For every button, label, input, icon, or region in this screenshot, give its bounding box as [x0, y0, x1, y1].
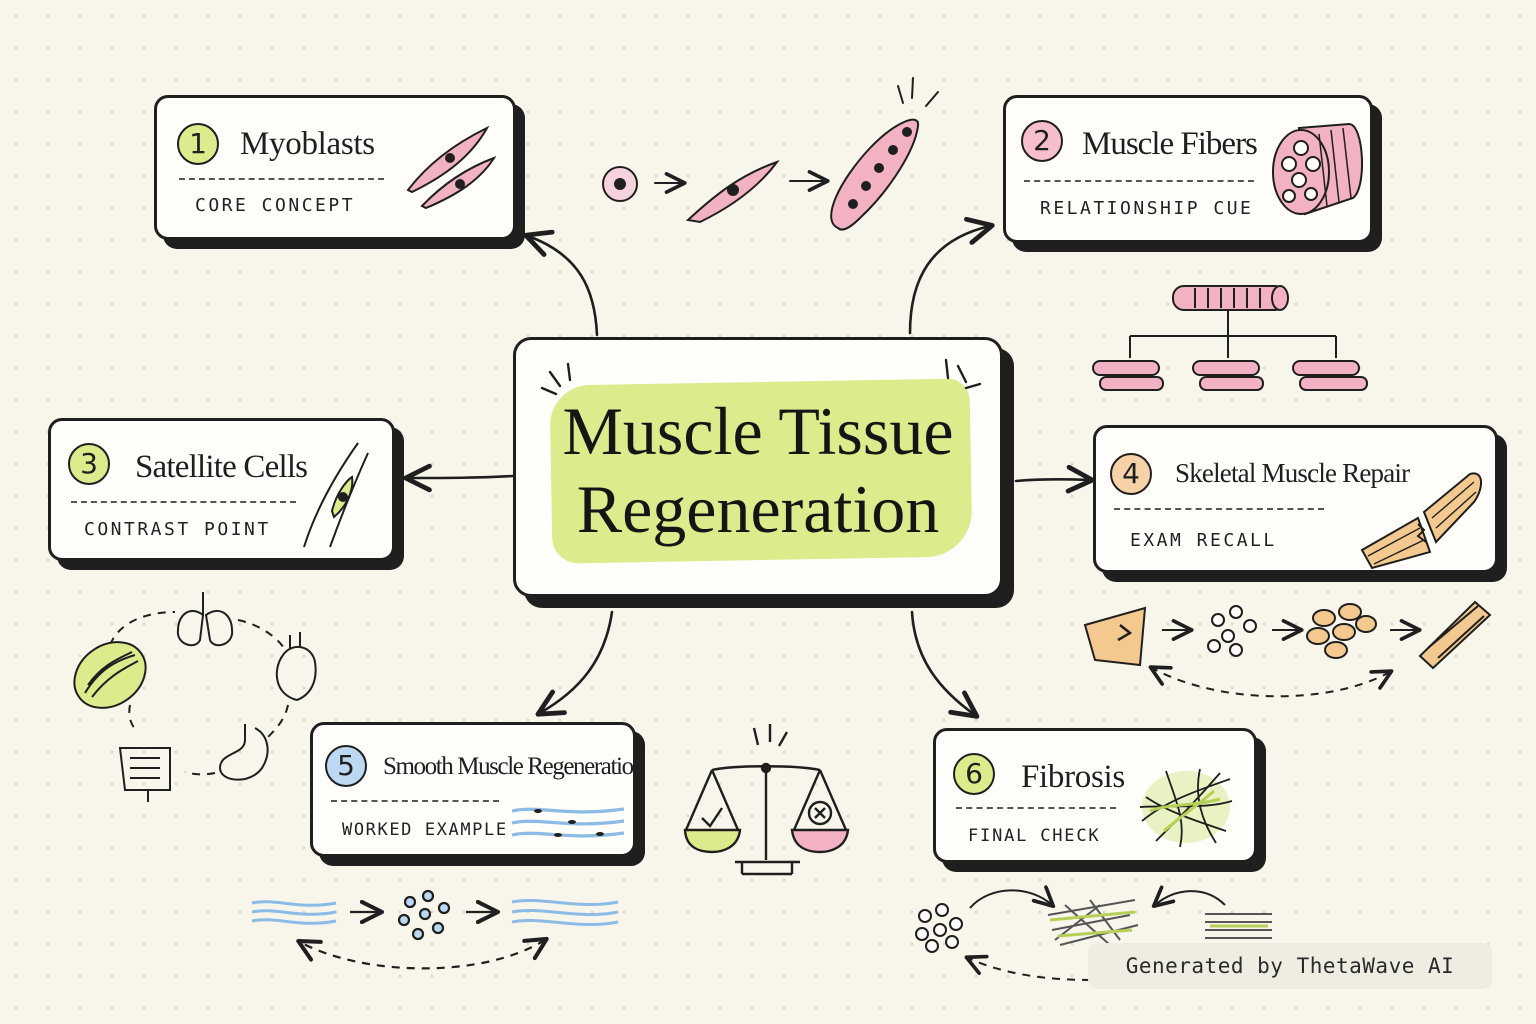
generated-by-watermark: Generated by ThetaWave AI	[1088, 943, 1492, 989]
dashed-divider	[956, 807, 1116, 809]
dashed-divider	[331, 800, 499, 802]
central-title-line-1: Muscle Tissue	[562, 393, 954, 469]
muscle-organ-icon	[73, 641, 147, 709]
central-topic-card: Muscle Tissue Regeneration	[513, 337, 1003, 597]
fibrosis-mesh-icon	[1139, 768, 1233, 848]
satellite-cell-icon	[303, 442, 369, 548]
dashed-divider	[179, 178, 384, 180]
fiber-bundle-icon	[1272, 122, 1363, 216]
node-title: Smooth Muscle Regeneration	[383, 753, 645, 780]
node-number-badge: 6	[953, 753, 995, 795]
arrow-to-myoblasts	[523, 229, 599, 337]
arrow-to-fibrosis	[910, 610, 980, 719]
myoblast-fusion-sequence-icon	[602, 77, 939, 231]
arrow-to-smooth-muscle	[535, 610, 614, 717]
dashed-divider	[1024, 180, 1254, 182]
node-title: Skeletal Muscle Repair	[1175, 458, 1410, 488]
node-myoblasts[interactable]: 1 Myoblasts CORE CONCEPT	[154, 95, 516, 240]
node-tag: RELATIONSHIP CUE	[1040, 198, 1254, 219]
node-number-badge: 2	[1021, 120, 1063, 162]
node-tag: WORKED EXAMPLE	[342, 820, 508, 840]
lungs-icon	[176, 592, 234, 647]
node-number-badge: 4	[1110, 453, 1152, 495]
torn-muscle-icon	[1360, 472, 1482, 570]
heart-icon	[275, 632, 317, 702]
emphasis-marks-icon	[944, 358, 982, 390]
stomach-icon	[218, 724, 269, 781]
node-fibrosis[interactable]: 6 Fibrosis FINAL CHECK	[933, 728, 1257, 863]
node-title: Myoblasts	[240, 126, 375, 162]
node-tag: FINAL CHECK	[968, 826, 1101, 846]
node-satellite-cells[interactable]: 3 Satellite Cells CONTRAST POINT	[48, 418, 395, 561]
fiber-hierarchy-icon	[1092, 285, 1368, 391]
node-number-badge: 1	[177, 123, 219, 165]
dashed-divider	[71, 501, 296, 503]
node-muscle-fibers[interactable]: 2 Muscle Fibers RELATIONSHIP CUE	[1003, 95, 1373, 243]
arrow-to-muscle-fibers	[908, 216, 995, 335]
node-skeletal-muscle-repair[interactable]: 4 Skeletal Muscle Repair EXAM RECALL	[1093, 425, 1498, 573]
intestine-icon	[118, 747, 171, 802]
node-number-badge: 5	[325, 745, 367, 787]
smooth-muscle-icon	[511, 807, 625, 838]
organ-cycle-icon	[73, 592, 317, 802]
arrow-to-satellite-cells	[403, 463, 515, 493]
node-title: Fibrosis	[1021, 759, 1125, 795]
node-title: Satellite Cells	[135, 449, 308, 485]
smooth-regeneration-sequence-icon	[251, 889, 619, 970]
emphasis-marks-icon	[540, 362, 572, 396]
node-smooth-muscle-regeneration[interactable]: 5 Smooth Muscle Regeneration WORKED EXAM…	[310, 722, 645, 857]
node-tag: CONTRAST POINT	[84, 519, 271, 540]
central-title-line-2: Regeneration	[576, 471, 940, 547]
skeletal-repair-sequence-icon	[1083, 600, 1492, 698]
dashed-divider	[1114, 508, 1324, 510]
node-number-badge: 3	[68, 443, 110, 485]
balance-scale-icon	[683, 724, 850, 876]
fibrosis-sequence-icon	[915, 885, 1272, 981]
node-tag: CORE CONCEPT	[195, 195, 356, 216]
central-topic-title: Muscle Tissue Regeneration	[516, 392, 1000, 548]
arrow-to-skeletal-repair	[1014, 464, 1095, 494]
node-title: Muscle Fibers	[1082, 126, 1258, 162]
myoblast-cells-icon	[406, 125, 497, 210]
node-tag: EXAM RECALL	[1130, 530, 1277, 551]
